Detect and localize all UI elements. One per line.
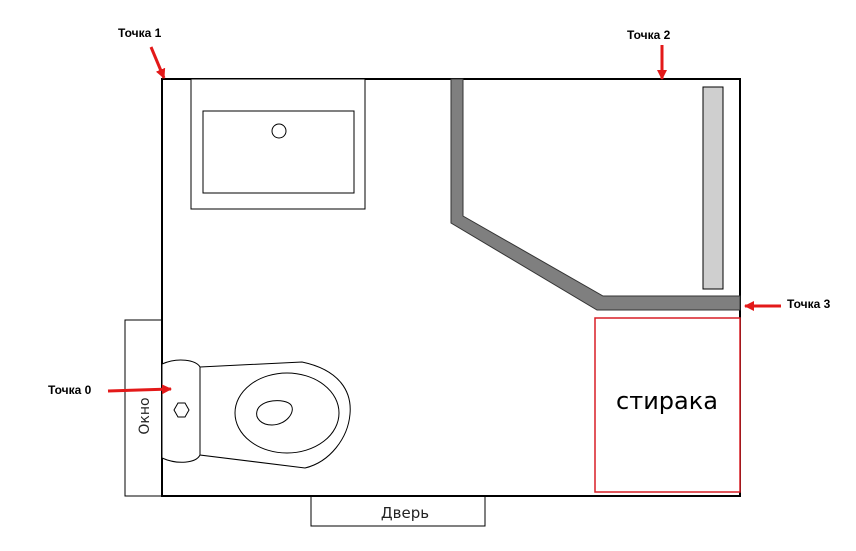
towel-rail xyxy=(702,86,724,290)
door-label: Дверь xyxy=(381,504,429,522)
window-label: Окно xyxy=(137,397,153,434)
sink-drain xyxy=(271,123,287,139)
door xyxy=(310,495,486,527)
point-1-arrow xyxy=(149,46,166,79)
toilet-flush-button xyxy=(173,402,190,418)
window xyxy=(124,319,163,497)
point-1-label: Точка 1 xyxy=(118,26,162,40)
point-0-label: Точка 0 xyxy=(48,383,92,397)
shower-partition xyxy=(450,78,741,311)
toilet xyxy=(161,359,351,469)
sink-basin xyxy=(202,110,355,194)
washing-machine xyxy=(594,317,741,493)
point-0-arrow xyxy=(107,384,172,395)
toilet-hole xyxy=(256,400,293,426)
point-3-label: Точка 3 xyxy=(787,297,831,311)
washing-machine-label: стирака xyxy=(616,387,718,415)
point-2-label: Точка 2 xyxy=(627,28,671,42)
